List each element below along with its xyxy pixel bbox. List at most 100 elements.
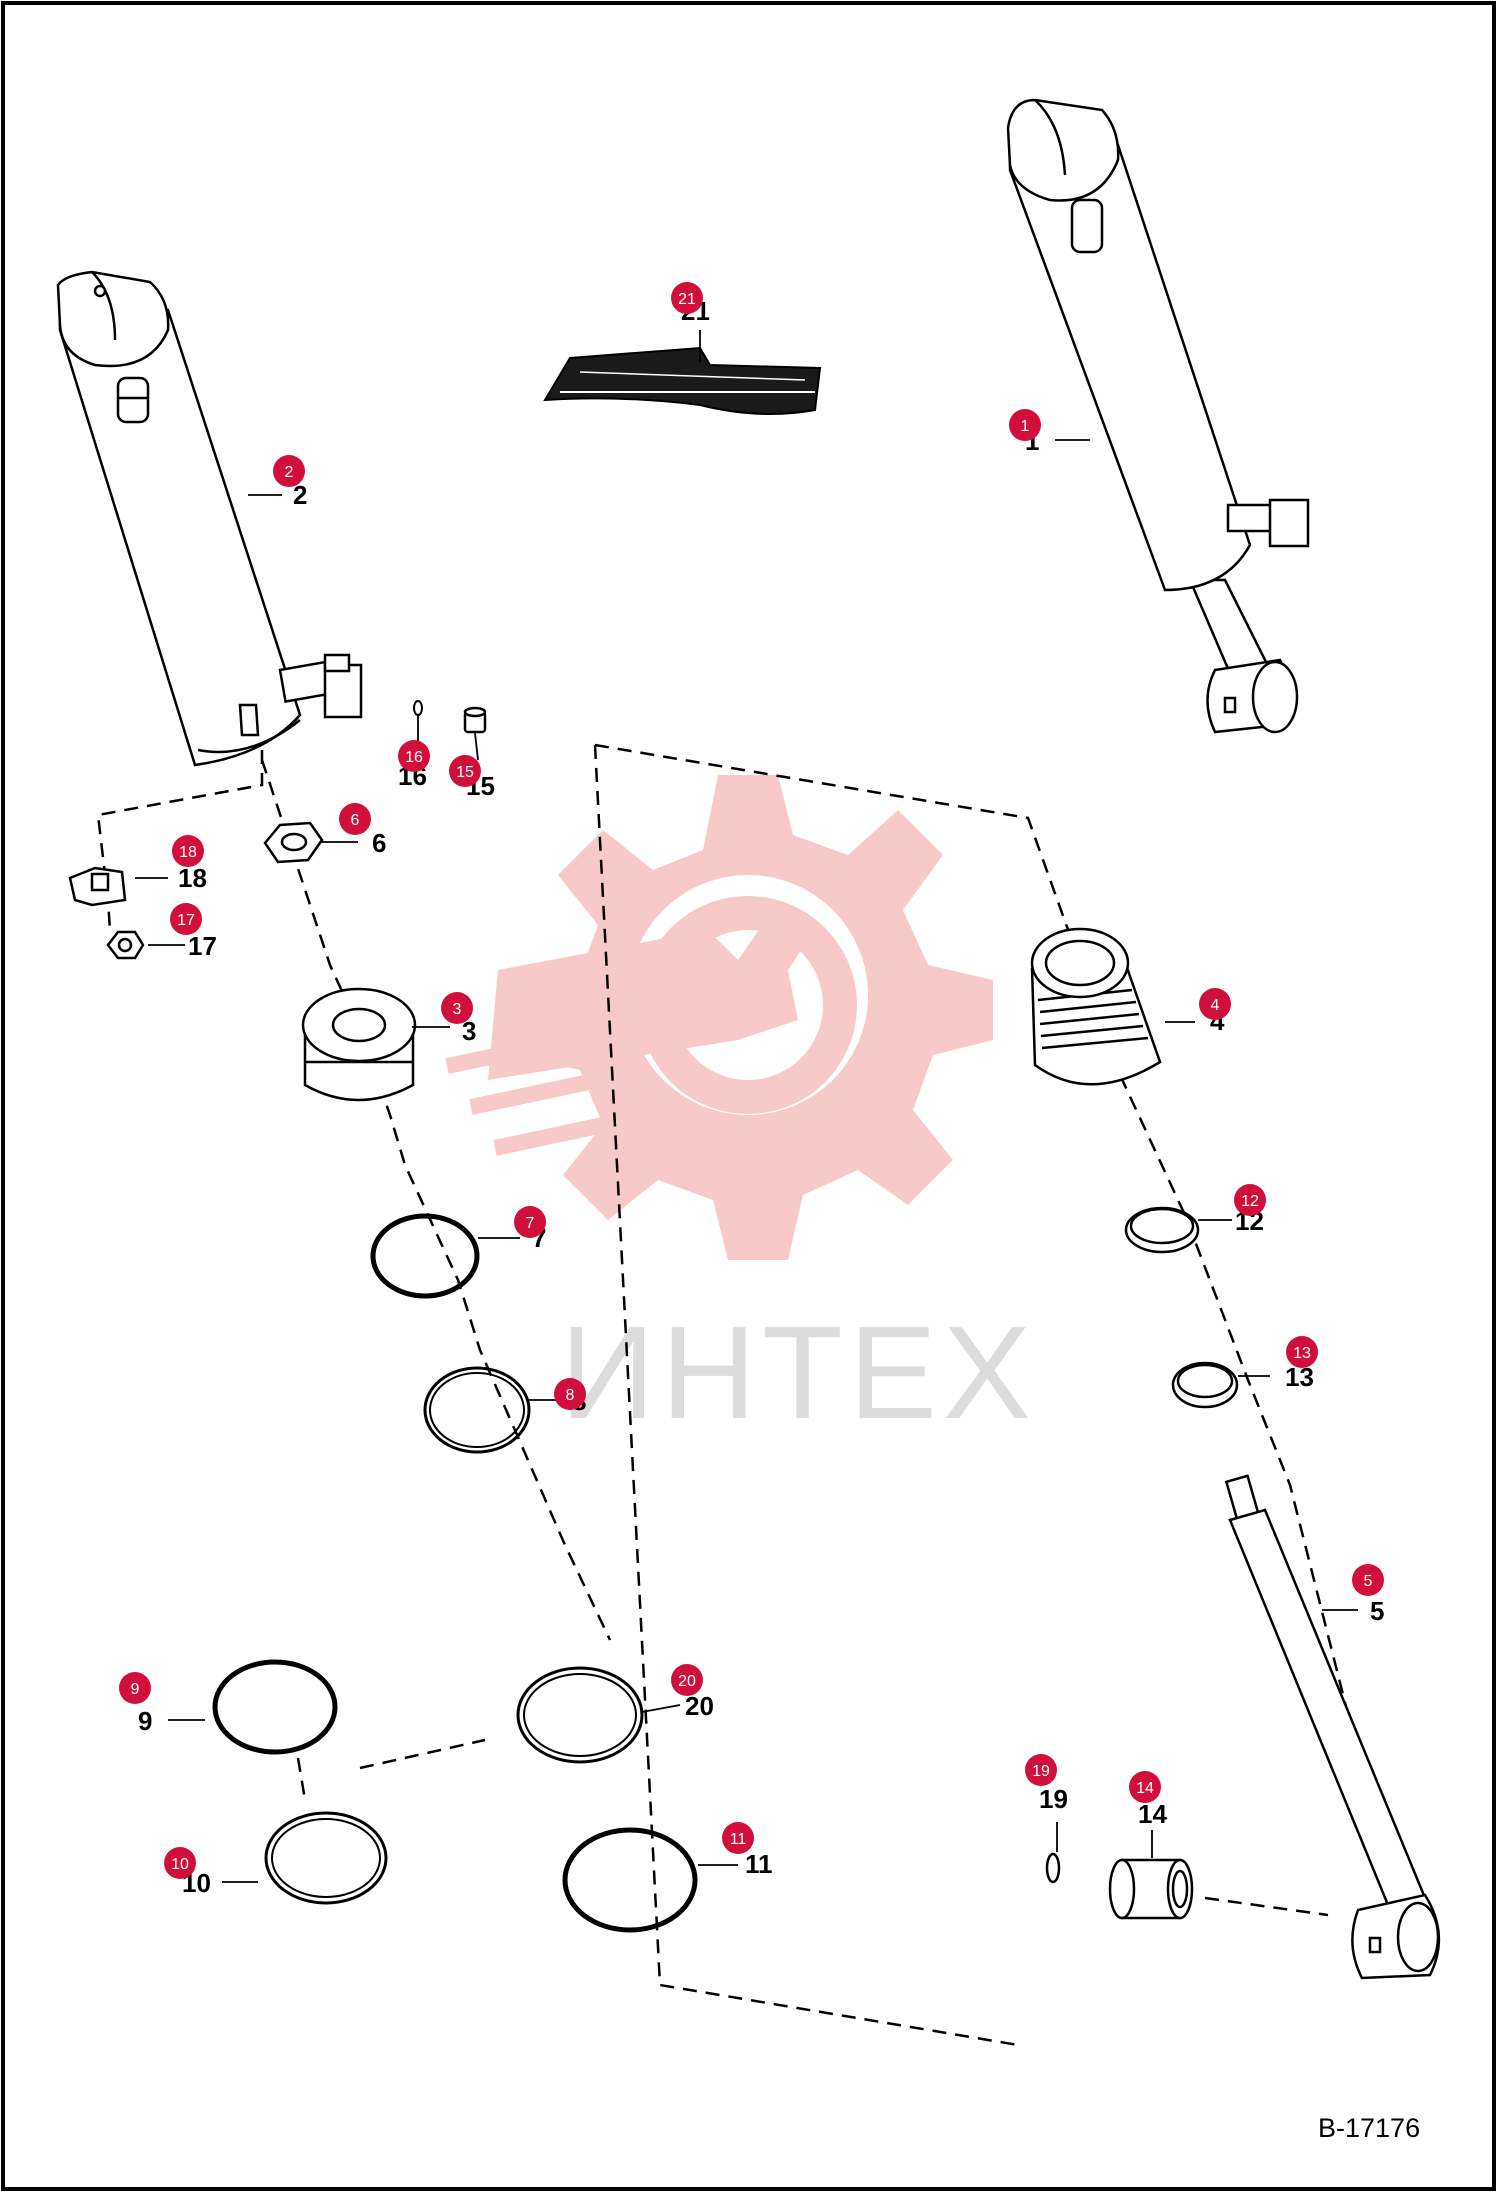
- assembly-dashed-lines: [96, 743, 1402, 2047]
- part-6-nut: [263, 821, 324, 864]
- part-8-ring: [423, 1366, 531, 1454]
- part-7-ring: [370, 1213, 480, 1299]
- decal-21-stripe-2: [579, 371, 806, 381]
- svg-text:17: 17: [177, 912, 195, 929]
- dashed-line-pin: [1204, 1896, 1329, 1917]
- badge-9[interactable]: 9: [119, 1672, 151, 1704]
- part-9-ring: [212, 1659, 338, 1755]
- cylinder-1-eye-fitting: [1223, 696, 1237, 714]
- badge-20[interactable]: 20: [671, 1664, 703, 1696]
- badge-7[interactable]: 7: [514, 1206, 546, 1238]
- svg-text:10: 10: [171, 1856, 189, 1873]
- watermark-gear: [513, 775, 993, 1260]
- badge-6[interactable]: 6: [339, 803, 371, 835]
- barrel-2-port: [116, 376, 150, 424]
- part-16-oring: [413, 700, 423, 716]
- cylinder-1-fitting-tube: [1226, 503, 1276, 533]
- svg-text:14: 14: [1136, 1780, 1154, 1797]
- label-17: 17: [188, 931, 217, 961]
- barrel-2-bottom: [197, 719, 301, 754]
- watermark-stripe-1: [445, 1027, 596, 1075]
- badge-15[interactable]: 15: [449, 755, 481, 787]
- badge-10[interactable]: 10: [164, 1847, 196, 1879]
- badge-14[interactable]: 14: [1129, 1771, 1161, 1803]
- svg-text:13: 13: [1293, 1345, 1311, 1362]
- badge-4[interactable]: 4: [1199, 988, 1231, 1020]
- ring-10-outer: [264, 1811, 388, 1905]
- label-19: 19: [1039, 1784, 1068, 1814]
- barrel-2-clevis-face: [91, 271, 117, 341]
- part-10-ring: [264, 1811, 388, 1905]
- dashed-line-seal-9-10: [296, 1757, 307, 1801]
- watermark-stripe-2: [469, 1068, 620, 1115]
- svg-text:7: 7: [526, 1215, 535, 1232]
- badge-2[interactable]: 2: [273, 455, 305, 487]
- label-18: 18: [178, 863, 207, 893]
- badge-19[interactable]: 19: [1025, 1754, 1057, 1786]
- barrel-2-fitting-nut: [323, 663, 363, 719]
- badge-11[interactable]: 11: [722, 1822, 754, 1854]
- badge-16[interactable]: 16: [398, 740, 430, 772]
- ring-12-inner: [1129, 1207, 1195, 1245]
- part-14-bushing: [1108, 1858, 1194, 1920]
- part-18-clip: [68, 866, 127, 907]
- badge-1[interactable]: 1: [1009, 409, 1041, 441]
- ring-10-inner: [271, 1818, 381, 1898]
- svg-text:6: 6: [351, 812, 360, 829]
- barrel-2-hole: [93, 284, 107, 298]
- bushing-14-front: [1108, 1858, 1136, 1920]
- badge-17[interactable]: 17: [170, 903, 202, 935]
- rod-5-shaft: [1228, 1508, 1432, 1924]
- part-3-piston: [301, 987, 417, 1102]
- svg-text:9: 9: [131, 1681, 140, 1698]
- part-19-oring: [1045, 1852, 1061, 1884]
- gland-4-bore: [1044, 939, 1116, 987]
- watermark-logo: [445, 775, 993, 1260]
- part-4-gland: [1030, 927, 1162, 1086]
- badge-5[interactable]: 5: [1352, 1564, 1384, 1596]
- label-5: 5: [1370, 1596, 1384, 1626]
- part-2-barrel: [56, 270, 363, 767]
- svg-text:3: 3: [453, 1001, 462, 1018]
- badge-21[interactable]: 21: [671, 282, 703, 314]
- badge-3[interactable]: 3: [441, 992, 473, 1024]
- part-20-ring: [516, 1666, 644, 1764]
- svg-text:2: 2: [285, 464, 294, 481]
- svg-text:21: 21: [678, 291, 696, 308]
- part-13-ring: [1171, 1361, 1239, 1409]
- dashed-line-outline: [594, 743, 1402, 1921]
- cylinder-1-clevis: [1006, 98, 1120, 202]
- cylinder-1-fitting-nut: [1268, 498, 1310, 548]
- svg-text:18: 18: [179, 844, 197, 861]
- piston-3-bore: [331, 1007, 387, 1043]
- barrel-2-bleed: [238, 703, 260, 737]
- leader-lines: [135, 330, 1358, 1883]
- svg-text:20: 20: [678, 1673, 696, 1690]
- cylinder-1-body: [1008, 128, 1252, 592]
- svg-text:8: 8: [566, 1387, 575, 1404]
- label-6: 6: [372, 828, 386, 858]
- ring-20-outer: [516, 1666, 644, 1764]
- badge-13[interactable]: 13: [1286, 1336, 1318, 1368]
- badge-8[interactable]: 8: [554, 1378, 586, 1410]
- rod-5-eye-fitting: [1368, 1936, 1382, 1954]
- ring-13-inner: [1176, 1363, 1234, 1399]
- nut-6-bore: [280, 832, 308, 852]
- part-17-nut: [106, 930, 145, 960]
- cylinder-1-clevis-face: [1034, 99, 1067, 176]
- ring-20-inner: [523, 1673, 637, 1757]
- cylinder-1-eye-bore: [1251, 660, 1299, 734]
- badge-18[interactable]: 18: [172, 835, 204, 867]
- svg-text:11: 11: [730, 1831, 747, 1848]
- nut-17-bore: [117, 937, 133, 953]
- cylinder-1-port: [1070, 198, 1104, 254]
- svg-text:16: 16: [405, 749, 423, 766]
- badge-12[interactable]: 12: [1234, 1184, 1266, 1216]
- svg-text:1: 1: [1021, 418, 1030, 435]
- label-3: 3: [462, 1016, 476, 1046]
- part-1-cylinder-assembly: [1006, 98, 1310, 734]
- reference-code: B-17176: [1318, 2113, 1420, 2143]
- dashed-line-seal-group: [359, 1738, 486, 1770]
